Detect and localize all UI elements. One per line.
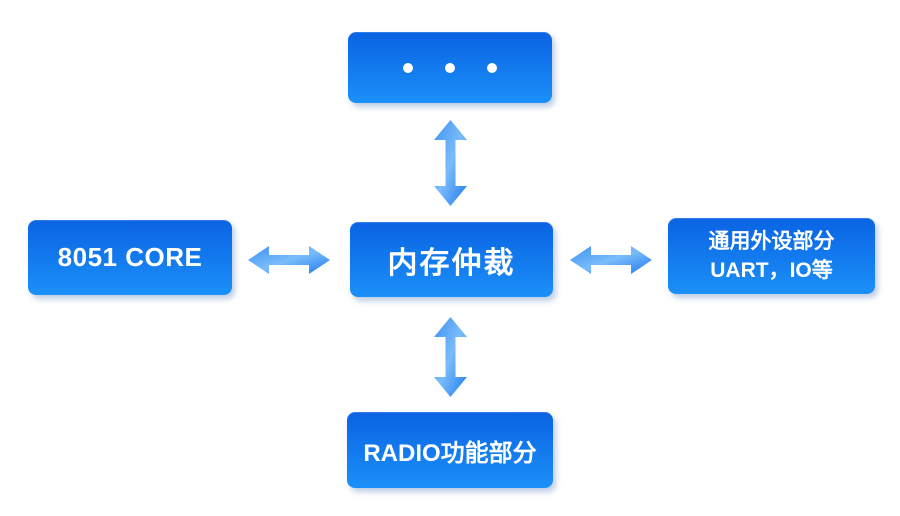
node-8051-core: 8051 CORE — [28, 220, 232, 295]
node-radio: RADIO功能部分 — [347, 412, 553, 488]
dot-icon — [487, 62, 497, 73]
double-arrow-bottom-icon — [434, 317, 467, 397]
node-memory-arbiter: 内存仲裁 — [350, 222, 553, 297]
node-radio-label: RADIO功能部分 — [363, 439, 537, 467]
double-arrow-right-icon — [570, 246, 652, 274]
double-arrow-left-icon — [248, 246, 330, 274]
node-peripherals: 通用外设部分 UART，IO等 — [668, 218, 875, 294]
ellipsis-dots-icon — [403, 62, 497, 73]
node-ellipsis — [348, 32, 552, 103]
node-peripherals-line2: UART，IO等 — [710, 259, 833, 282]
node-8051-core-label: 8051 CORE — [57, 242, 203, 272]
node-memory-arbiter-label: 内存仲裁 — [387, 246, 516, 280]
double-arrow-top-icon — [434, 120, 467, 206]
dot-icon — [445, 62, 455, 73]
dot-icon — [403, 62, 413, 73]
node-peripherals-line1: 通用外设部分 — [708, 229, 835, 253]
